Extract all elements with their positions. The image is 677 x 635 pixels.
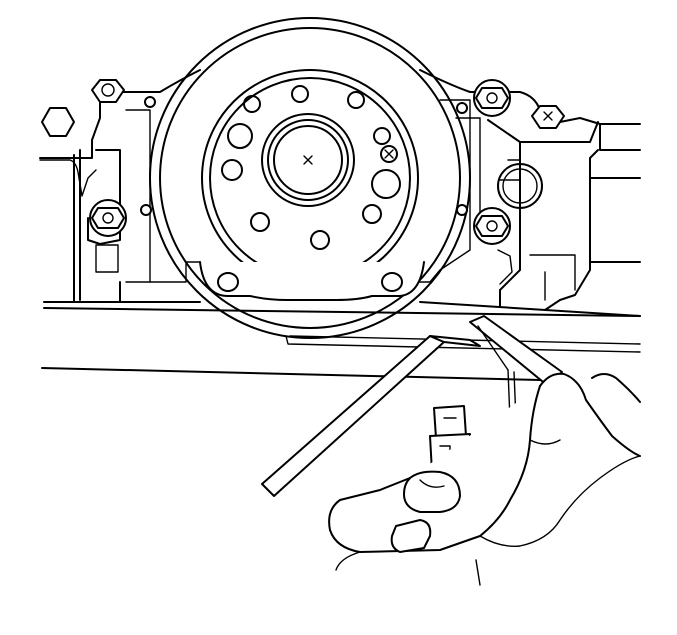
mounting-bolt [144,96,156,108]
mounting-bolt [41,107,75,137]
hand [328,372,641,586]
mounting-bolt [456,204,511,245]
flange-screw [380,145,398,163]
mounting-bolts [41,79,565,245]
feeler-gauge [261,315,563,497]
mounting-bolt [89,199,152,237]
mounting-bolt [456,79,511,117]
crankshaft-center-bore [261,113,355,207]
engine-block [39,69,641,317]
mounting-bolt [91,79,125,103]
flywheel-adapter-flange [149,17,471,339]
flange-bolt-holes [221,85,401,250]
mounting-bolt [531,105,565,129]
